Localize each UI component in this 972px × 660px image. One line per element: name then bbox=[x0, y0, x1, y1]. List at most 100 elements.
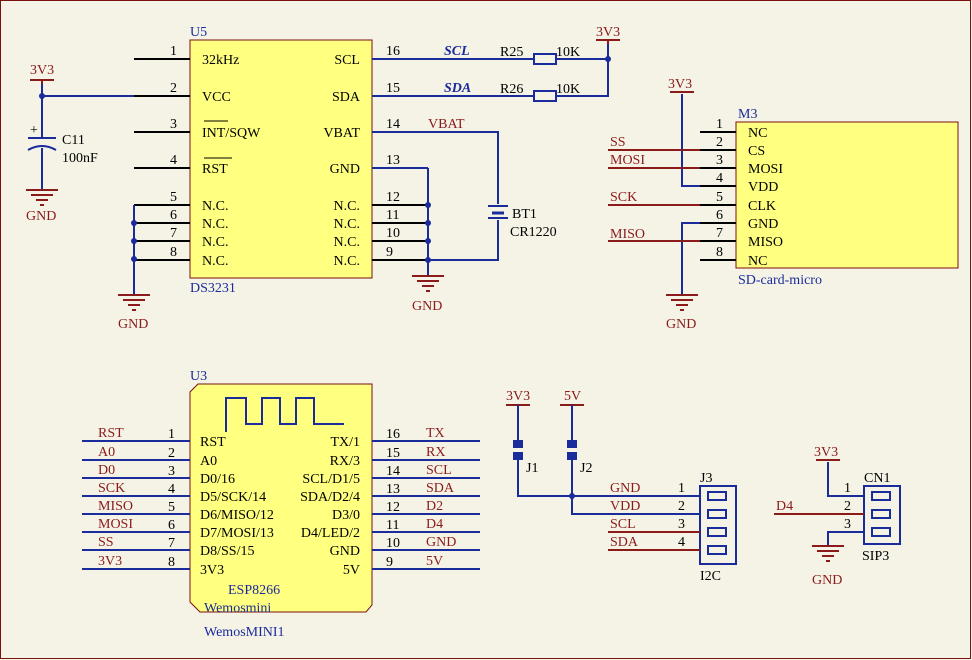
j1-pad bbox=[513, 440, 523, 448]
u3-pin-num-1: 1 bbox=[168, 427, 175, 442]
u5-pin-num-9: 9 bbox=[386, 245, 393, 260]
svg-text:3V3: 3V3 bbox=[668, 77, 692, 92]
cn1-pin-num-2: 2 bbox=[844, 499, 851, 514]
jumpers[interactable]: 3V3 5V J1 J2 bbox=[506, 389, 700, 515]
u3-net-16: TX bbox=[426, 426, 445, 441]
cn1-socket-1 bbox=[871, 491, 891, 501]
r26-value: 10K bbox=[556, 82, 580, 97]
u5-pin-num-12: 12 bbox=[386, 190, 400, 205]
u3-esp8266[interactable]: U3 ESP8266 Wemosmini WemosMINI1 1RSTRST2… bbox=[82, 369, 480, 640]
svg-text:3V3: 3V3 bbox=[506, 389, 530, 404]
m3-pin-name-1: NC bbox=[748, 126, 767, 141]
u3-body bbox=[189, 383, 373, 613]
m3-part: SD-card-micro bbox=[738, 273, 822, 288]
battery-bt1[interactable]: BT1 CR1220 bbox=[488, 205, 557, 240]
svg-text:SS: SS bbox=[610, 135, 626, 150]
u3-title: ESP8266 bbox=[228, 583, 280, 598]
u5-right-pins: 16SCL15SDA14VBAT13GND12N.C.11N.C.10N.C.9… bbox=[323, 44, 428, 269]
sd-wires bbox=[681, 94, 700, 295]
r25-value: 10K bbox=[556, 45, 580, 60]
m3-sd-card[interactable]: M3 SD-card-micro 1NC2CS3MOSI4VDD5CLK6GND… bbox=[700, 107, 959, 288]
u5-pin-num-8: 8 bbox=[170, 245, 177, 260]
u3-pin-name-12: D3/0 bbox=[332, 508, 360, 523]
u5-pin-name-5: N.C. bbox=[202, 199, 228, 214]
u3-pin-name-1: RST bbox=[200, 435, 226, 450]
u5-ds3231[interactable]: U5 DS3231 132kHz2VCC3INT/SQW4RST5N.C.6N.… bbox=[134, 25, 428, 296]
u5-pin-name-12: N.C. bbox=[334, 199, 360, 214]
u3-pin-num-4: 4 bbox=[168, 482, 175, 497]
u5-pin-name-7: N.C. bbox=[202, 235, 228, 250]
u3-net-8: 3V3 bbox=[98, 554, 122, 569]
cn1-socket-3 bbox=[871, 527, 891, 537]
power-3v3-top: 3V3 bbox=[596, 25, 620, 44]
j3-net-2: VDD bbox=[610, 499, 640, 514]
u5-pin-num-6: 6 bbox=[170, 208, 177, 223]
u5-pin-num-3: 3 bbox=[170, 117, 177, 132]
u3-pin-num-3: 3 bbox=[168, 464, 175, 479]
svg-text:I2C: I2C bbox=[700, 569, 721, 584]
svg-text:GND: GND bbox=[812, 573, 842, 588]
m3-pin-num-5: 5 bbox=[716, 190, 723, 205]
gnd-nc-label: GND bbox=[118, 317, 148, 332]
u5-pin-num-16: 16 bbox=[386, 44, 400, 59]
u5-pin-num-11: 11 bbox=[386, 208, 399, 223]
u3-pin-name-8: 3V3 bbox=[200, 563, 224, 578]
u3-pin-name-11: D4/LED/2 bbox=[301, 526, 360, 541]
sda-net-label: SDA bbox=[444, 81, 471, 96]
svg-text:J1: J1 bbox=[526, 461, 538, 476]
u3-net-5: MISO bbox=[98, 499, 133, 514]
j3-socket-2 bbox=[707, 509, 727, 519]
m3-pin-num-2: 2 bbox=[716, 135, 723, 150]
u5-left-pins: 132kHz2VCC3INT/SQW4RST5N.C.6N.C.7N.C.8N.… bbox=[134, 44, 261, 269]
u3-net-12: D2 bbox=[426, 499, 443, 514]
capacitor-c11[interactable]: + C11 100nF bbox=[27, 123, 98, 166]
u3-net-13: SDA bbox=[426, 481, 455, 496]
gnd-u5-label: GND bbox=[412, 299, 442, 314]
u5-pin-num-13: 13 bbox=[386, 153, 400, 168]
r26-ref: R26 bbox=[500, 82, 523, 97]
cn1-sip3[interactable]: CN1 SIP3 123 D4 3V3 GND bbox=[774, 445, 901, 588]
r25-ref: R25 bbox=[500, 45, 523, 60]
u3-pin-num-12: 12 bbox=[386, 500, 400, 515]
u5-pin-name-4: RST bbox=[202, 162, 228, 177]
u3-subtitle: Wemosmini bbox=[204, 601, 271, 616]
j3-net-1: GND bbox=[610, 481, 640, 496]
r26-body[interactable] bbox=[533, 90, 557, 102]
u3-ref: U3 bbox=[190, 369, 207, 384]
u3-pin-num-2: 2 bbox=[168, 446, 175, 461]
cn1-socket-2 bbox=[871, 509, 891, 519]
gnd-c11-label: GND bbox=[26, 209, 56, 224]
u5-pin-name-11: N.C. bbox=[334, 217, 360, 232]
svg-text:3V3: 3V3 bbox=[596, 25, 620, 40]
cn1-pin-num-3: 3 bbox=[844, 517, 851, 532]
u5-pin-num-2: 2 bbox=[170, 81, 177, 96]
u3-net-15: RX bbox=[426, 445, 445, 460]
u5-pin-name-16: SCL bbox=[334, 53, 360, 68]
svg-text:3V3: 3V3 bbox=[814, 445, 838, 460]
u3-pin-name-16: TX/1 bbox=[330, 435, 360, 450]
u5-pin-name-3: INT/SQW bbox=[202, 126, 261, 141]
u5-pin-name-14: VBAT bbox=[323, 126, 360, 141]
u3-right-pins: 16TX/1TX15RX/3RX14SCL/D1/5SCL13SDA/D2/4S… bbox=[300, 426, 480, 578]
r25-body[interactable] bbox=[533, 53, 557, 65]
u3-pin-name-3: D0/16 bbox=[200, 472, 235, 487]
u3-pin-name-9: 5V bbox=[343, 563, 360, 578]
svg-text:D4: D4 bbox=[776, 499, 793, 514]
power-3v3-left: 3V3 bbox=[30, 63, 54, 84]
j2-pad bbox=[567, 440, 577, 448]
j3-pin-num-2: 2 bbox=[678, 499, 685, 514]
u3-pin-name-14: SCL/D1/5 bbox=[302, 472, 360, 487]
power-3v3-sd: 3V3 bbox=[668, 77, 694, 93]
u3-pin-num-13: 13 bbox=[386, 482, 400, 497]
u5-pin-name-15: SDA bbox=[332, 90, 361, 105]
u3-net-4: SCK bbox=[98, 481, 125, 496]
u5-pin-name-6: N.C. bbox=[202, 217, 228, 232]
u3-pin-name-15: RX/3 bbox=[330, 454, 360, 469]
u3-footprint: WemosMINI1 bbox=[204, 625, 285, 640]
svg-text:C11: C11 bbox=[62, 133, 85, 148]
svg-text:100nF: 100nF bbox=[62, 151, 98, 166]
u3-pin-num-14: 14 bbox=[386, 464, 400, 479]
svg-text:3V3: 3V3 bbox=[30, 63, 54, 78]
